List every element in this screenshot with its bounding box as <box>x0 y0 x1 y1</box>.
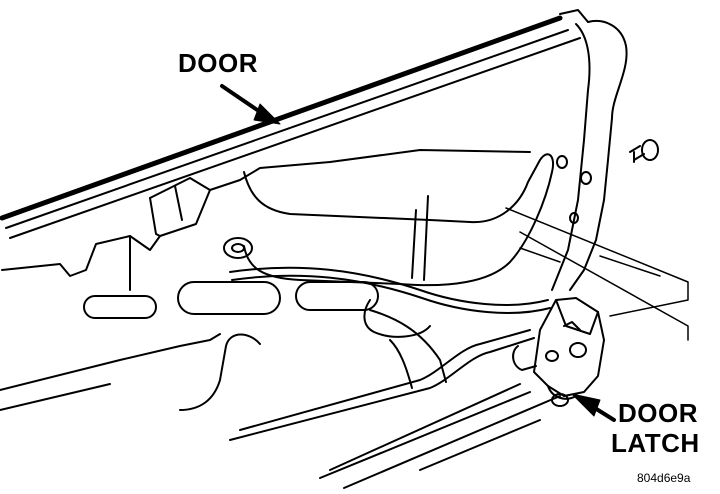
door-label: DOOR <box>178 48 258 78</box>
door-outer-edge <box>551 20 628 291</box>
door-end-holes <box>556 155 592 224</box>
door-inner-panel <box>0 149 531 411</box>
figure-code: 804d6e9a <box>637 471 691 485</box>
rod-clip <box>223 237 253 259</box>
latch-rod <box>229 266 551 314</box>
door-arrow <box>220 84 281 125</box>
door-latch-part <box>512 297 605 407</box>
door-frame-top <box>0 9 589 239</box>
latch-arrow <box>571 393 616 422</box>
lower-rails <box>179 309 561 489</box>
window-opening <box>243 153 554 287</box>
panel-holes <box>83 281 431 338</box>
door-latch-label-line2: LATCH <box>611 428 700 458</box>
door-latch-label-line1: DOOR <box>618 398 698 428</box>
latch-screw <box>629 139 659 163</box>
reference-lines <box>505 207 689 341</box>
